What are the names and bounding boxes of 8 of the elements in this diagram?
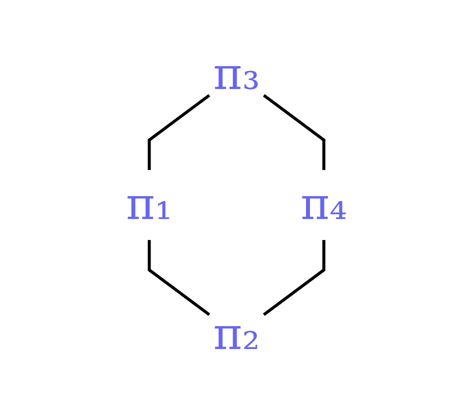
- node-text: π₁: [126, 179, 173, 230]
- connector: [263, 94, 326, 170]
- node-text: π₂: [214, 309, 260, 360]
- node-text: π₄: [301, 179, 348, 230]
- node-text: π₃: [214, 49, 260, 100]
- connector: [148, 240, 211, 316]
- connector: [263, 240, 326, 316]
- connector: [148, 94, 211, 170]
